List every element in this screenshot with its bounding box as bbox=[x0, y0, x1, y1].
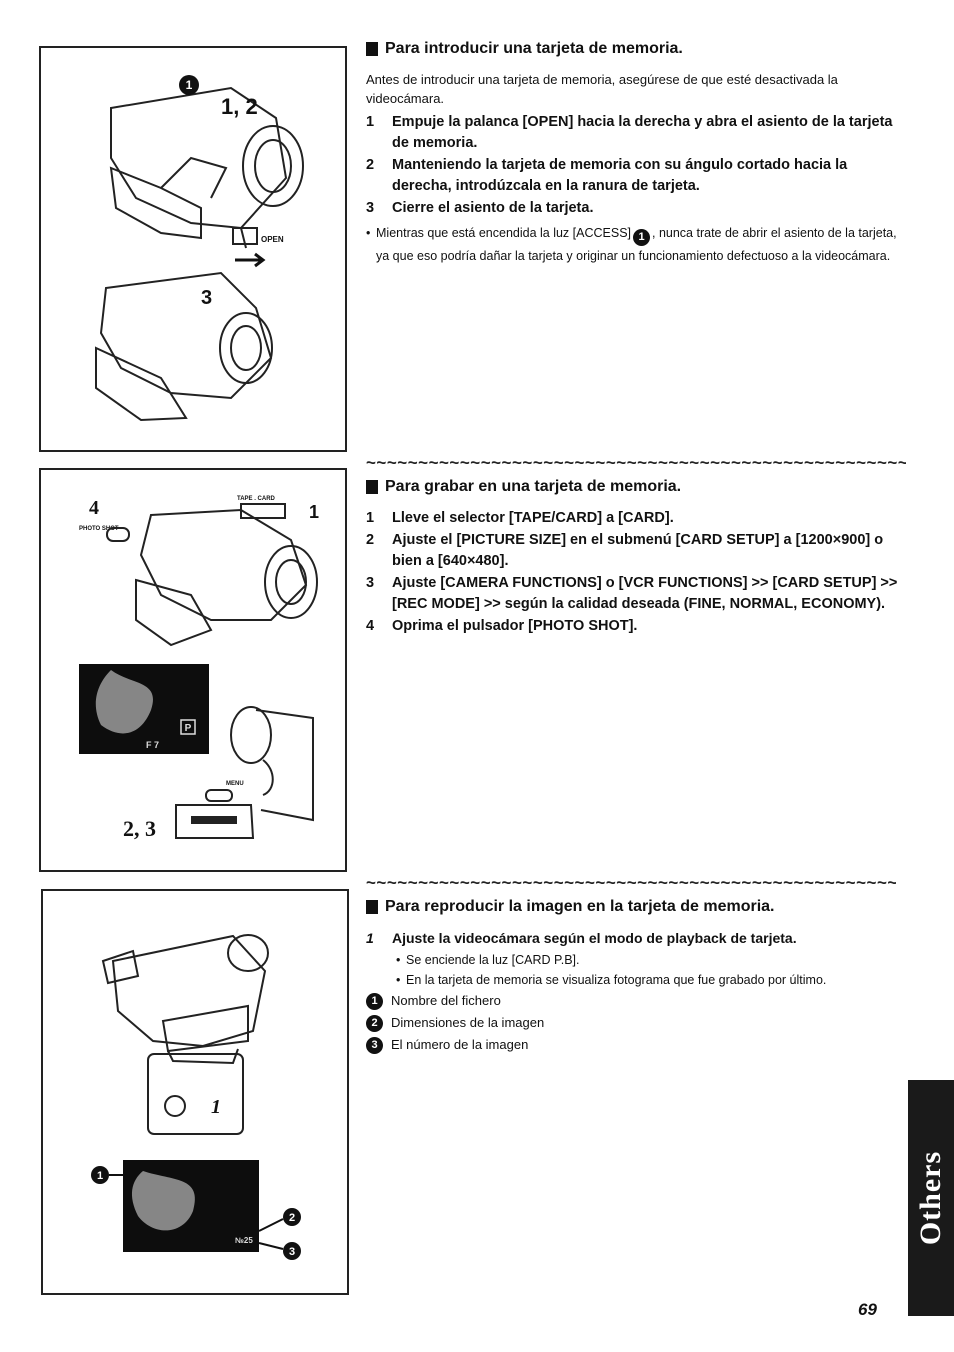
figure-playback-card: 1 №25 1 2 3 bbox=[41, 889, 349, 1295]
camcorder-open-card-illustration: 1 1, 2 OPEN 3 bbox=[95, 75, 304, 422]
figure-record-card: 4 PHOTO SHOT TAPE . CARD 1 P F 7 MENU 2,… bbox=[39, 468, 347, 872]
figure-step-label: 1 bbox=[309, 502, 319, 522]
section-intro: Antes de introducir una tarjeta de memor… bbox=[366, 72, 838, 106]
chapter-tab-label: Others bbox=[914, 1150, 947, 1246]
mode-dial-zoom-box bbox=[147, 1053, 244, 1135]
camcorder-playback-illustration: 1 №25 1 2 3 bbox=[91, 934, 301, 1260]
mode-dial-icon bbox=[164, 1095, 186, 1117]
wavy-divider: ~~~~~~~~~~~~~~~~~~~~~~~~~~~~~~~~~~~~~~~~… bbox=[366, 458, 906, 472]
note-item: •Se enciende la luz [CARD P.B]. bbox=[396, 953, 580, 967]
photo-shot-label: PHOTO SHOT bbox=[79, 526, 119, 532]
marker-3-icon: 3 bbox=[366, 1036, 383, 1054]
figure-marker: 1 bbox=[186, 78, 193, 92]
tape-card-selector-icon bbox=[240, 503, 286, 519]
heading-bullet-icon bbox=[366, 900, 378, 914]
marker-2-icon: 2 bbox=[366, 1014, 383, 1032]
heading-bullet-icon bbox=[366, 42, 378, 56]
tape-card-label: TAPE . CARD bbox=[237, 496, 276, 502]
figure-step-label: 3 bbox=[201, 287, 212, 309]
section-heading: Para grabar en una tarjeta de memoria. bbox=[366, 478, 906, 496]
open-label: OPEN bbox=[261, 235, 284, 244]
figure-step-label: 1, 2 bbox=[221, 94, 258, 119]
section-playback-card: ~~~~~~~~~~~~~~~~~~~~~~~~~~~~~~~~~~~~~~~~… bbox=[366, 878, 896, 1056]
note-item: •En la tarjeta de memoria se visualiza f… bbox=[396, 973, 827, 987]
section-heading: Para reproducir la imagen en la tarjeta … bbox=[366, 898, 896, 916]
section-heading: Para introducir una tarjeta de memoria. bbox=[366, 40, 906, 58]
photo-shot-button-icon bbox=[106, 527, 130, 542]
jog-dial-icon bbox=[191, 816, 237, 824]
screen-mode-indicator: P bbox=[185, 723, 192, 734]
marker-1-icon: 1 bbox=[366, 992, 383, 1010]
screen-image-number: №25 bbox=[235, 1236, 253, 1245]
chapter-side-tab: Others bbox=[908, 1080, 954, 1316]
heading-bullet-icon bbox=[366, 480, 378, 494]
figure-marker: 2 bbox=[289, 1212, 295, 1224]
marker-1-icon: 1 bbox=[633, 228, 650, 246]
figure-insert-card: 1 1, 2 OPEN 3 bbox=[39, 46, 347, 452]
figure-step-label: 2, 3 bbox=[123, 816, 156, 841]
menu-label: MENU bbox=[226, 781, 244, 787]
figure-marker: 1 bbox=[97, 1170, 103, 1182]
open-switch-icon bbox=[232, 227, 258, 245]
section-insert-card: Para introducir una tarjeta de memoria. … bbox=[366, 40, 906, 266]
figure-step-label: 1 bbox=[211, 1096, 221, 1118]
figure-marker: 3 bbox=[289, 1246, 295, 1258]
note-item: • Mientras que está encendida la luz [AC… bbox=[366, 226, 897, 263]
section-record-card: ~~~~~~~~~~~~~~~~~~~~~~~~~~~~~~~~~~~~~~~~… bbox=[366, 458, 906, 638]
page-number: 69 bbox=[858, 1300, 877, 1319]
camcorder-record-illustration: 4 PHOTO SHOT TAPE . CARD 1 P F 7 MENU 2,… bbox=[79, 496, 319, 841]
wavy-divider: ~~~~~~~~~~~~~~~~~~~~~~~~~~~~~~~~~~~~~~~~… bbox=[366, 878, 896, 892]
figure-step-label: 4 bbox=[89, 497, 99, 519]
arrow-right-icon bbox=[235, 252, 266, 268]
screen-fnumber: F 7 bbox=[146, 740, 159, 750]
menu-button-icon bbox=[205, 789, 233, 802]
